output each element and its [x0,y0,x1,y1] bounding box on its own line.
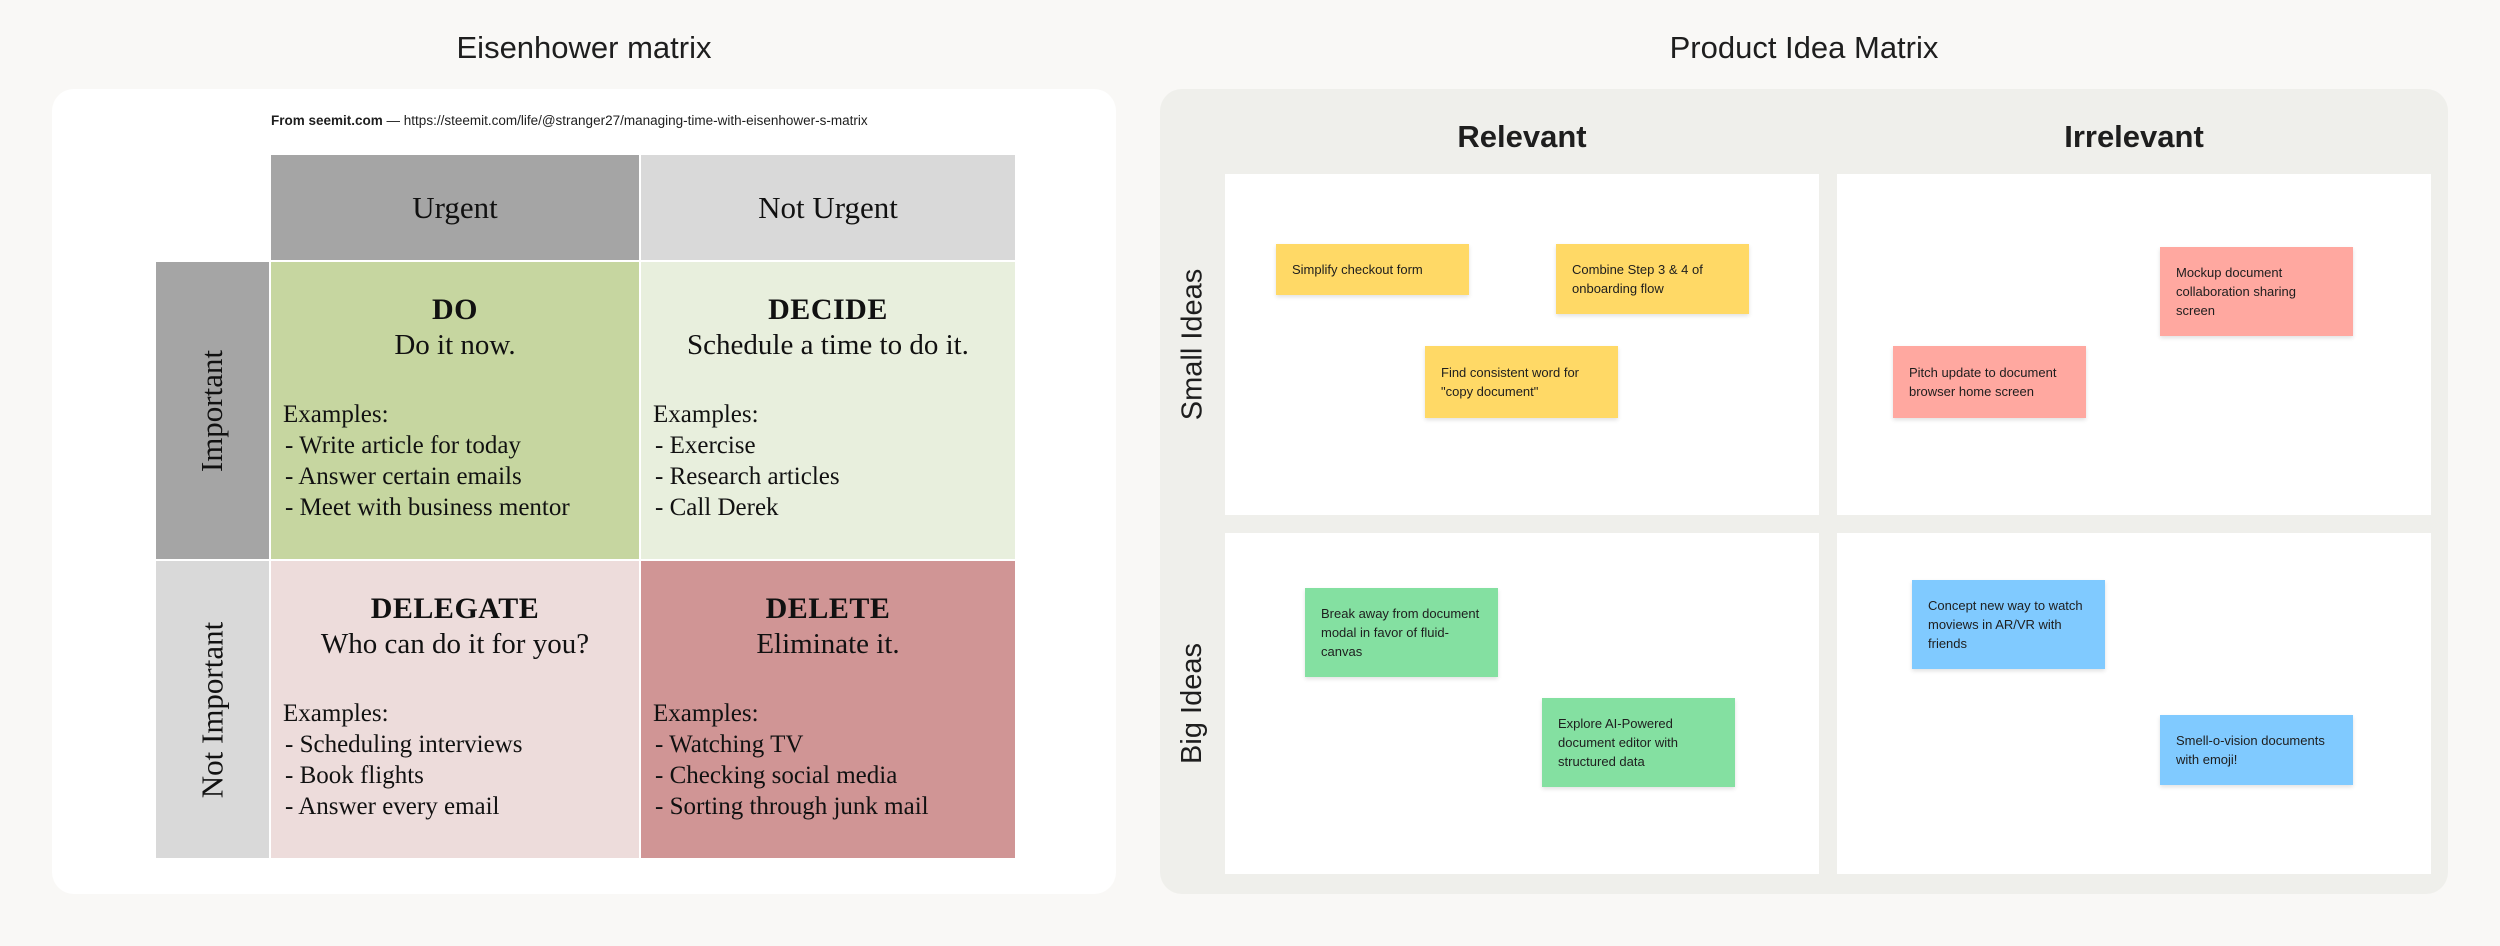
example-item: - Write article for today [285,432,521,459]
column-header-not-urgent: Not Urgent [641,155,1015,260]
example-item: - Sorting through junk mail [655,793,929,820]
cell-decide: DECIDE Schedule a time to do it. Example… [641,262,1015,559]
cell-subtitle: Who can do it for you? [320,628,590,660]
cell-title: DELETE [765,592,891,625]
sticky-note[interactable]: Combine Step 3 & 4 of onboarding flow [1556,244,1749,314]
example-item: - Answer certain emails [285,463,522,490]
cell-title: DELEGATE [370,592,540,625]
column-header-urgent: Urgent [271,155,639,260]
row-header-important: Important [156,262,269,559]
row-header-not-important: Not Important [156,561,269,858]
sticky-note[interactable]: Simplify checkout form [1276,244,1469,295]
sticky-note[interactable]: Concept new way to watch moviews in AR/V… [1912,580,2105,669]
cell-title: DO [432,293,478,326]
source-line: From seemit.com — https://steemit.com/li… [271,113,868,128]
eisenhower-panel: From seemit.com — https://steemit.com/li… [52,89,1116,894]
row-header-not-important-label: Not Important [194,621,230,798]
row-header-small-ideas-label: Small Ideas [1176,268,1209,421]
product-idea-panel: Relevant Irrelevant Small Ideas Big Idea… [1160,89,2448,894]
row-header-important-label: Important [194,349,230,472]
example-item: - Watching TV [655,731,804,758]
example-item: - Meet with business mentor [285,494,570,521]
examples-label: Examples: [283,401,389,428]
cell-delete: DELETE Eliminate it. Examples: - Watchin… [641,561,1015,858]
example-item: - Call Derek [655,494,779,521]
examples-label: Examples: [653,700,759,727]
examples-label: Examples: [283,700,389,727]
sticky-note[interactable]: Explore AI-Powered document editor with … [1542,698,1735,787]
quadrant-big-relevant: Break away from document modal in favor … [1225,533,1819,874]
cell-delegate: DELEGATE Who can do it for you? Examples… [271,561,639,858]
row-header-big-ideas: Big Ideas [1160,533,1225,874]
quadrant-small-relevant: Simplify checkout form Combine Step 3 & … [1225,174,1819,515]
cell-do: DO Do it now. Examples: - Write article … [271,262,639,559]
sticky-note[interactable]: Pitch update to document browser home sc… [1893,346,2086,418]
cell-title: DECIDE [768,293,888,326]
example-item: - Research articles [655,463,840,490]
example-item: - Answer every email [285,793,500,820]
cell-subtitle: Do it now. [394,329,516,361]
example-item: - Exercise [655,432,756,459]
cell-subtitle: Schedule a time to do it. [687,329,969,361]
column-header-relevant: Relevant [1457,119,1587,154]
sticky-note[interactable]: Smell-o-vision documents with emoji! [2160,715,2353,785]
sticky-note[interactable]: Find consistent word for "copy document" [1425,346,1618,418]
quadrant-small-irrelevant: Mockup document collaboration sharing sc… [1837,174,2431,515]
example-item: - Checking social media [655,762,898,789]
example-item: - Scheduling interviews [285,731,523,758]
example-item: - Book flights [285,762,424,789]
row-header-big-ideas-label: Big Ideas [1176,643,1209,764]
examples-label: Examples: [653,401,759,428]
column-header-irrelevant: Irrelevant [2064,119,2204,154]
sticky-note[interactable]: Break away from document modal in favor … [1305,588,1498,677]
source-url: — https://steemit.com/life/@stranger27/m… [382,113,868,128]
product-idea-title: Product Idea Matrix [1669,30,1939,65]
source-bold: From seemit.com [271,113,383,128]
cell-subtitle: Eliminate it. [756,628,900,660]
sticky-note[interactable]: Mockup document collaboration sharing sc… [2160,247,2353,336]
eisenhower-title: Eisenhower matrix [456,30,712,65]
quadrant-big-irrelevant: Concept new way to watch moviews in AR/V… [1837,533,2431,874]
row-header-small-ideas: Small Ideas [1160,174,1225,515]
